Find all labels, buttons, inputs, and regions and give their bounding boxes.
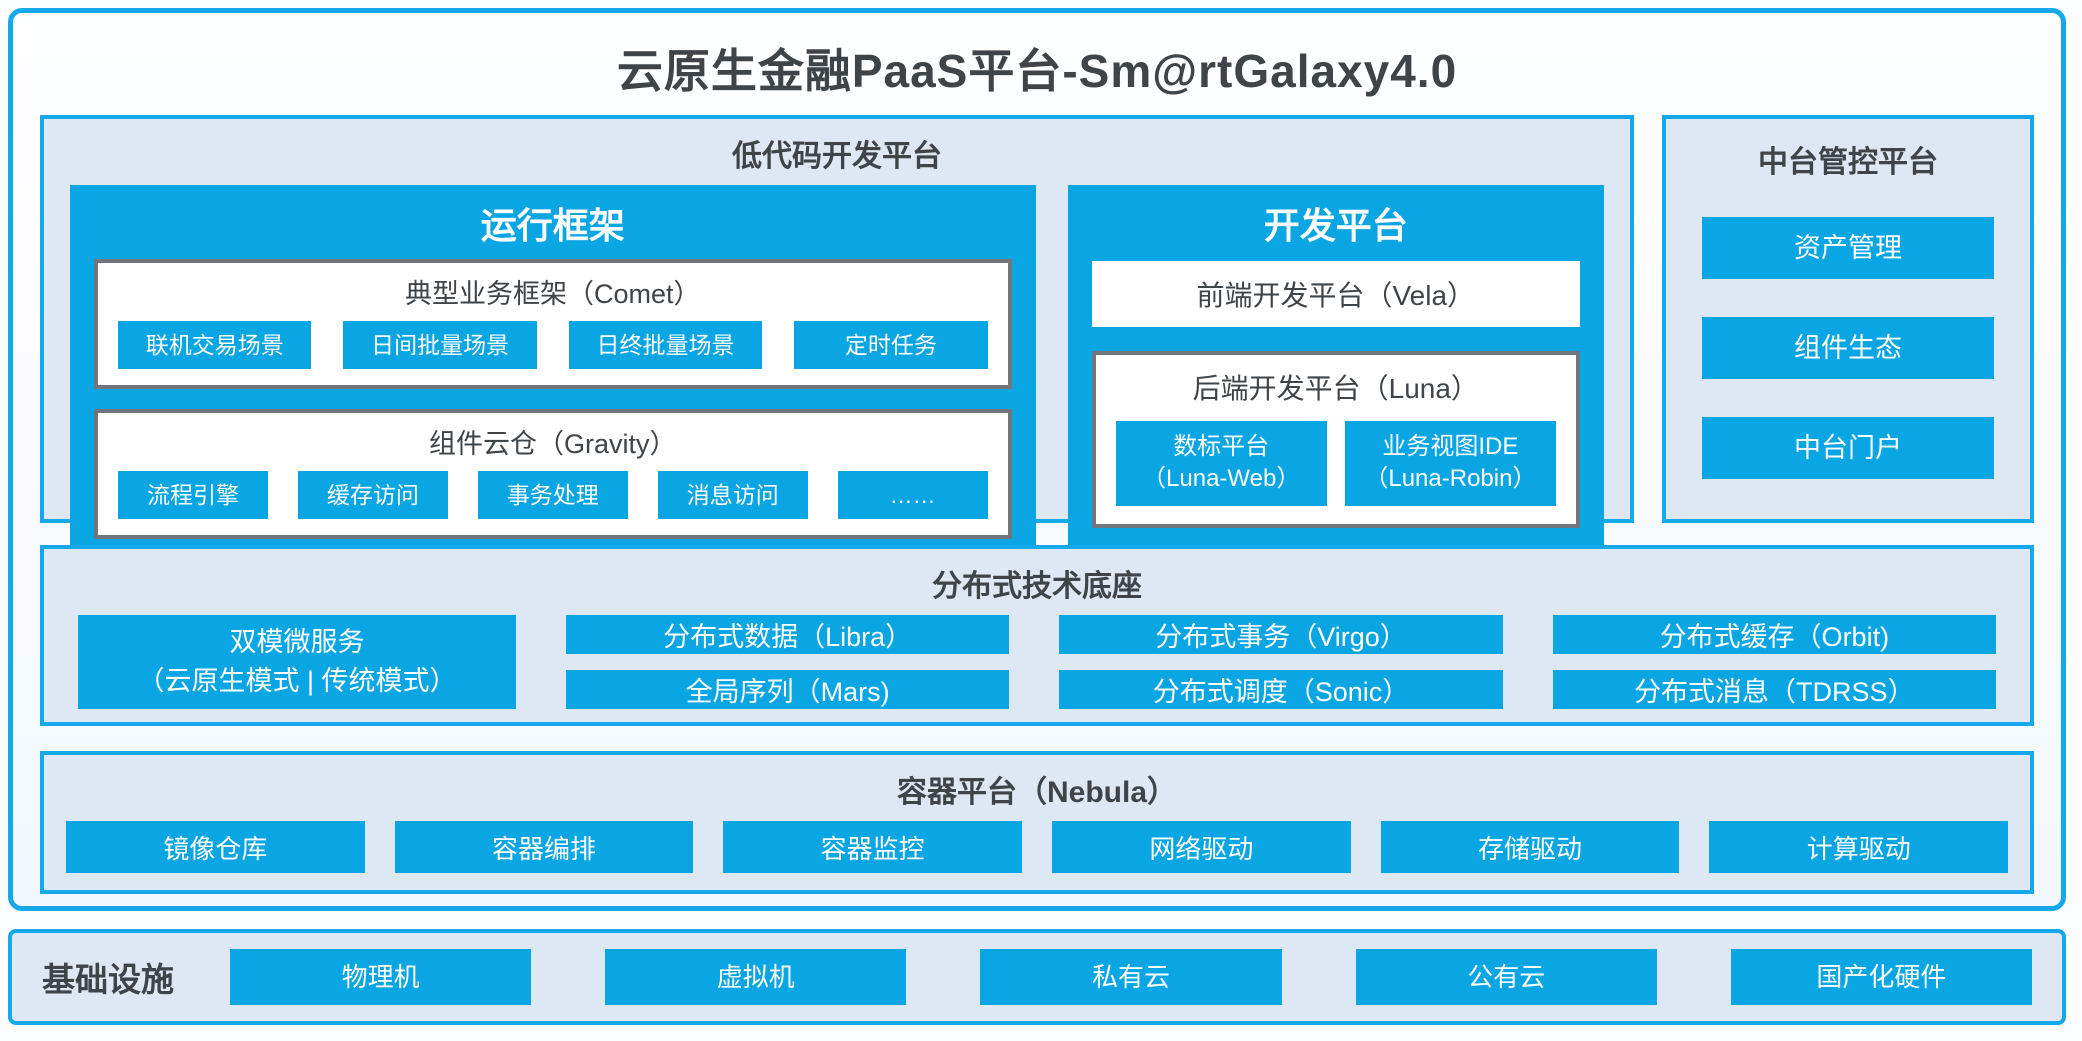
infrastructure-item: 私有云	[980, 949, 1282, 1005]
distributed-base-section: 分布式技术底座 双模微服务 （云原生模式 | 传统模式） 分布式数据（Libra…	[40, 545, 2034, 726]
luna-box: 后端开发平台（Luna） 数标平台 （Luna-Web） 业务视图IDE （Lu…	[1091, 351, 1580, 528]
comet-title: 典型业务框架（Comet）	[405, 279, 701, 309]
infrastructure-item: 国产化硬件	[1730, 949, 2033, 1005]
dual-mode-microservice-item: 双模微服务 （云原生模式 | 传统模式）	[78, 615, 516, 709]
infrastructure-item: 物理机	[230, 949, 532, 1005]
distributed-item: 分布式调度（Sonic）	[1059, 670, 1503, 709]
gravity-items-row: 流程引擎 缓存访问 事务处理 消息访问 ……	[98, 471, 1008, 535]
gravity-item: 消息访问	[657, 471, 808, 519]
distributed-col-1: 分布式数据（Libra） 全局序列（Mars)	[566, 615, 1010, 709]
container-item: 计算驱动	[1709, 821, 2009, 873]
gravity-item: 缓存访问	[297, 471, 448, 519]
luna-web-line1: 数标平台	[1173, 433, 1270, 460]
midplatform-section: 中台管控平台 资产管理 组件生态 中台门户	[1662, 115, 2034, 523]
runtime-framework-title: 运行框架	[480, 205, 625, 246]
container-platform-section: 容器平台（Nebula） 镜像仓库 容器编排 容器监控 网络驱动 存储驱动 计算…	[40, 751, 2034, 894]
container-item: 存储驱动	[1380, 821, 1680, 873]
comet-item: 日间批量场景	[343, 321, 537, 369]
gravity-box: 组件云仓（Gravity） 流程引擎 缓存访问 事务处理 消息访问 ……	[94, 409, 1012, 539]
midplatform-item: 组件生态	[1702, 317, 1994, 379]
dev-platform-panel: 开发平台 前端开发平台（Vela） 后端开发平台（Luna） 数标平台 （Lun…	[1067, 185, 1604, 559]
dual-mode-line2: （云原生模式 | 传统模式）	[137, 666, 457, 696]
infrastructure-label: 基础设施	[42, 961, 174, 998]
gravity-item-ellipsis: ……	[837, 471, 988, 519]
gravity-item: 事务处理	[477, 471, 628, 519]
lowcode-row: 运行框架 典型业务框架（Comet） 联机交易场景 日间批量场景 日终批量场景 …	[44, 185, 1630, 581]
infrastructure-section: 基础设施 物理机 虚拟机 私有云 公有云 国产化硬件	[8, 929, 2066, 1025]
midplatform-label: 中台管控平台	[1758, 146, 1938, 179]
distributed-col-3: 分布式缓存（Orbit) 分布式消息（TDRSS）	[1552, 615, 1996, 709]
comet-box: 典型业务框架（Comet） 联机交易场景 日间批量场景 日终批量场景 定时任务	[94, 259, 1012, 389]
midplatform-items: 资产管理 组件生态 中台门户	[1666, 191, 2030, 479]
distributed-item: 全局序列（Mars)	[566, 670, 1010, 709]
dev-platform-title: 开发平台	[1263, 205, 1408, 246]
luna-title: 后端开发平台（Luna）	[1192, 373, 1479, 404]
distributed-item: 分布式消息（TDRSS）	[1552, 670, 1996, 709]
lowcode-platform-section: 低代码开发平台 运行框架 典型业务框架（Comet） 联机交易场景 日间批量场景…	[40, 115, 1634, 559]
distributed-col-2: 分布式事务（Virgo） 分布式调度（Sonic）	[1059, 615, 1503, 709]
distributed-grid: 双模微服务 （云原生模式 | 传统模式） 分布式数据（Libra） 全局序列（M…	[44, 615, 2030, 727]
comet-item: 定时任务	[794, 321, 988, 369]
container-item: 镜像仓库	[66, 821, 365, 873]
gravity-title: 组件云仓（Gravity）	[429, 429, 677, 459]
dual-mode-line1: 双模微服务	[229, 626, 365, 657]
dual-mode-col: 双模微服务 （云原生模式 | 传统模式）	[78, 615, 516, 709]
vela-box: 前端开发平台（Vela）	[1091, 261, 1580, 327]
container-platform-label: 容器平台（Nebula）	[896, 776, 1178, 809]
infrastructure-items-row: 物理机 虚拟机 私有云 公有云 国产化硬件	[230, 949, 2033, 1005]
gravity-item: 流程引擎	[118, 471, 268, 519]
lowcode-platform-label: 低代码开发平台	[732, 140, 942, 173]
top-row: 低代码开发平台 运行框架 典型业务框架（Comet） 联机交易场景 日间批量场景…	[40, 115, 2034, 559]
container-items-row: 镜像仓库 容器编排 容器监控 网络驱动 存储驱动 计算驱动	[44, 821, 2030, 890]
container-item: 网络驱动	[1052, 821, 1351, 873]
midplatform-item: 资产管理	[1702, 217, 1994, 279]
luna-robin-line2: （Luna-Robin）	[1364, 465, 1537, 493]
comet-items-row: 联机交易场景 日间批量场景 日终批量场景 定时任务	[98, 321, 1008, 385]
midplatform-item: 中台门户	[1702, 417, 1994, 479]
container-item: 容器监控	[723, 821, 1023, 873]
runtime-framework-panel: 运行框架 典型业务框架（Comet） 联机交易场景 日间批量场景 日终批量场景 …	[70, 185, 1036, 559]
distributed-item: 分布式数据（Libra）	[566, 615, 1010, 654]
luna-web-item: 数标平台 （Luna-Web）	[1115, 421, 1327, 506]
comet-item: 联机交易场景	[118, 321, 312, 369]
infrastructure-item: 虚拟机	[605, 949, 907, 1005]
comet-item: 日终批量场景	[568, 321, 763, 369]
distributed-item: 分布式缓存（Orbit)	[1552, 615, 1996, 654]
container-item: 容器编排	[394, 821, 694, 873]
distributed-base-label: 分布式技术底座	[932, 570, 1142, 603]
infrastructure-item: 公有云	[1355, 949, 1657, 1005]
luna-web-line2: （Luna-Web）	[1142, 465, 1301, 493]
luna-robin-line1: 业务视图IDE	[1382, 433, 1519, 460]
platform-diagram: 云原生金融PaaS平台-Sm@rtGalaxy4.0 低代码开发平台 运行框架 …	[8, 8, 2066, 911]
page-title: 云原生金融PaaS平台-Sm@rtGalaxy4.0	[616, 45, 1458, 97]
distributed-item: 分布式事务（Virgo）	[1059, 615, 1503, 654]
luna-items-row: 数标平台 （Luna-Web） 业务视图IDE （Luna-Robin）	[1096, 421, 1576, 506]
luna-robin-item: 业务视图IDE （Luna-Robin）	[1344, 421, 1557, 506]
